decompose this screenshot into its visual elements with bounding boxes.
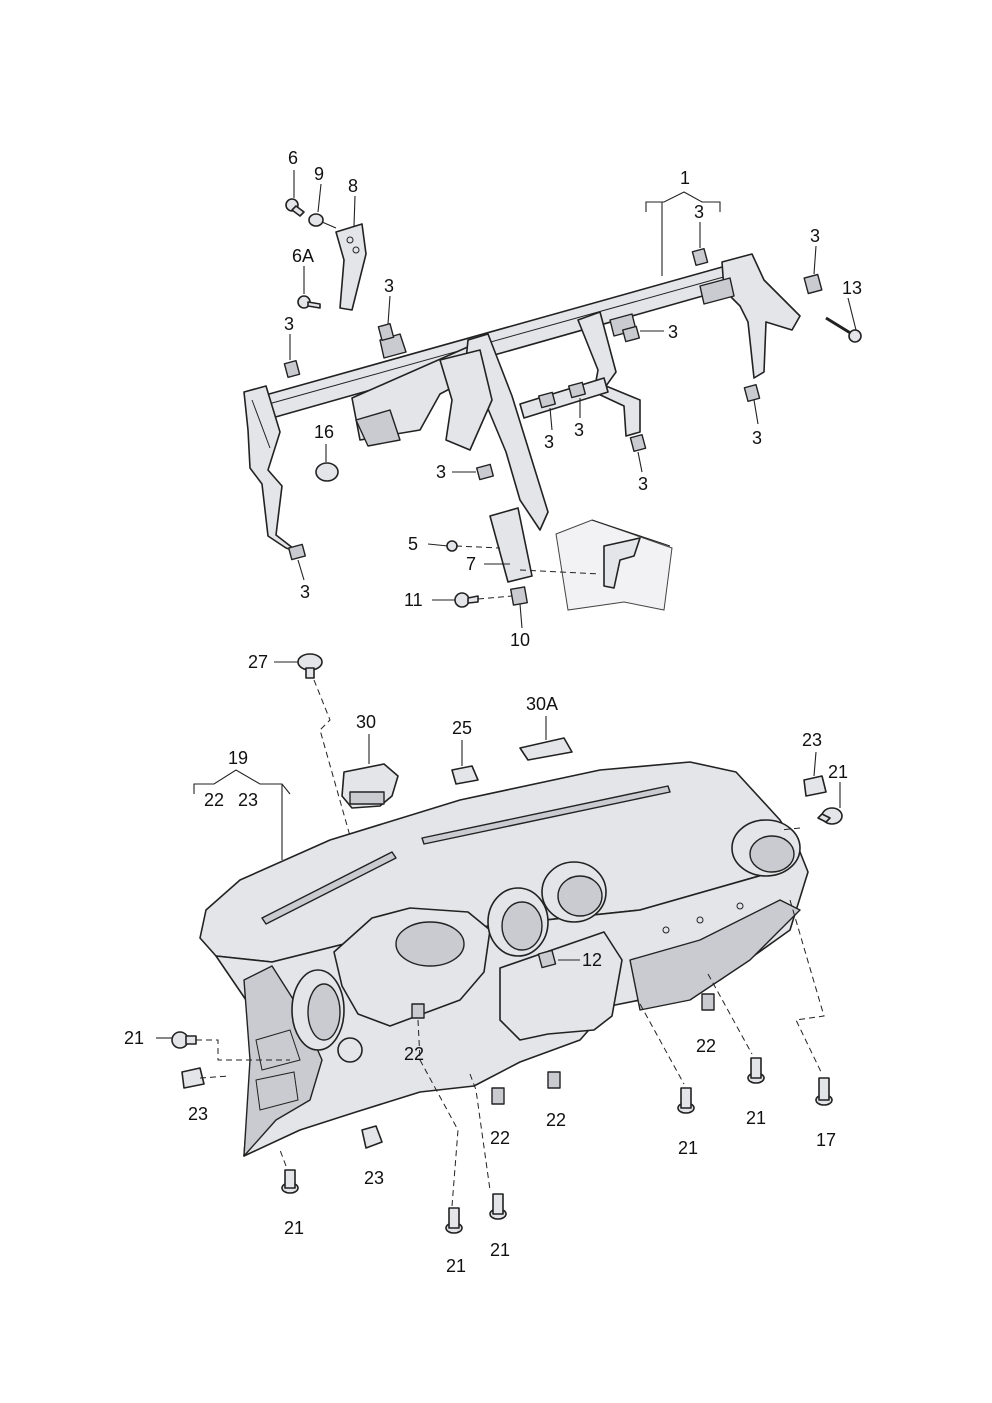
bolt-11-icon xyxy=(432,592,479,608)
label-3: 3 xyxy=(300,582,310,602)
label-1: 1 xyxy=(680,168,690,188)
label-25: 25 xyxy=(452,718,472,738)
label-3: 3 xyxy=(752,428,762,448)
label-5: 5 xyxy=(408,534,418,554)
label-21: 21 xyxy=(828,762,848,782)
label-22: 22 xyxy=(404,1044,424,1064)
clip-nut-icon xyxy=(567,381,587,399)
clip-nut-icon xyxy=(743,383,761,403)
cap-16-icon xyxy=(315,462,339,482)
nut-22-icon xyxy=(491,1087,505,1105)
grommet-9-icon xyxy=(308,213,337,229)
clip-nut-icon xyxy=(629,433,647,453)
label-3: 3 xyxy=(574,420,584,440)
label-19-sub-22: 22 xyxy=(204,790,224,810)
clip-23-icon xyxy=(803,775,827,797)
label-3: 3 xyxy=(694,202,704,222)
label-3: 3 xyxy=(284,314,294,334)
dashboard-panel xyxy=(199,761,809,1157)
screw-21-icon xyxy=(747,1057,765,1084)
clip-23-icon xyxy=(181,1067,205,1089)
bolt-6a-icon xyxy=(297,295,321,309)
bracket-7-icon xyxy=(489,507,533,583)
label-30: 30 xyxy=(356,712,376,732)
upper-leader-lines xyxy=(289,170,857,629)
label-10: 10 xyxy=(510,630,530,650)
label-16: 16 xyxy=(314,422,334,442)
clip-nut-icon xyxy=(621,325,641,343)
nut-22-icon xyxy=(411,1003,425,1019)
nut-10-icon xyxy=(510,586,528,606)
lower-fasteners xyxy=(171,653,843,1234)
label-3: 3 xyxy=(384,276,394,296)
label-21: 21 xyxy=(746,1108,766,1128)
nut-12-icon xyxy=(537,949,557,969)
air-vent-icon xyxy=(487,887,549,957)
cross-member-assembly xyxy=(243,253,801,553)
part-labels: 1 3 3 3 3 3 3 3 3 3 3 3 3 5 6 6A 7 8 9 1… xyxy=(124,148,862,1276)
bracket-8-icon xyxy=(335,223,367,311)
label-21: 21 xyxy=(284,1218,304,1238)
air-vent-icon xyxy=(541,861,607,923)
screw-21-icon xyxy=(171,1031,197,1049)
label-13: 13 xyxy=(842,278,862,298)
label-7: 7 xyxy=(466,554,476,574)
screw-13-icon xyxy=(825,316,862,343)
label-6: 6 xyxy=(288,148,298,168)
nut-22-icon xyxy=(547,1071,561,1089)
label-12: 12 xyxy=(582,950,602,970)
screw-21-icon xyxy=(489,1193,507,1220)
label-3: 3 xyxy=(436,462,446,482)
lower-leader-lines xyxy=(156,661,841,1207)
clip-nut-icon xyxy=(475,463,495,481)
label-11: 11 xyxy=(404,590,423,610)
clip-nut-icon xyxy=(283,359,301,379)
screw-5-icon xyxy=(427,540,458,552)
pad-25-icon xyxy=(451,765,479,785)
label-3: 3 xyxy=(544,432,554,452)
screw-17-icon xyxy=(815,1077,833,1106)
label-30a: 30A xyxy=(526,694,558,714)
label-17: 17 xyxy=(816,1130,836,1150)
label-8: 8 xyxy=(348,176,358,196)
push-clip-27-icon xyxy=(297,653,323,679)
air-vent-icon xyxy=(291,969,345,1051)
label-23: 23 xyxy=(364,1168,384,1188)
clip-nut-icon xyxy=(377,322,395,342)
clip-nut-icon xyxy=(691,247,709,267)
clip-nut-icon xyxy=(537,391,557,409)
clip-23-icon xyxy=(361,1125,383,1149)
label-21: 21 xyxy=(124,1028,144,1048)
label-21: 21 xyxy=(446,1256,466,1276)
label-23: 23 xyxy=(802,730,822,750)
label-3: 3 xyxy=(810,226,820,246)
label-22: 22 xyxy=(696,1036,716,1056)
screw-21-icon xyxy=(817,807,843,825)
upper-fasteners xyxy=(283,198,862,611)
nut-22-icon xyxy=(701,993,715,1011)
clip-nut-icon xyxy=(287,543,307,561)
clip-nut-icon xyxy=(803,273,823,295)
label-3: 3 xyxy=(638,474,648,494)
label-9: 9 xyxy=(314,164,324,184)
label-22: 22 xyxy=(546,1110,566,1130)
label-22: 22 xyxy=(490,1128,510,1148)
screw-21-icon xyxy=(677,1087,695,1114)
label-19-sub-23: 23 xyxy=(238,790,258,810)
cover-30a-icon xyxy=(519,737,573,761)
label-19: 19 xyxy=(228,748,248,768)
label-23: 23 xyxy=(188,1104,208,1124)
label-21: 21 xyxy=(678,1138,698,1158)
label-27: 27 xyxy=(248,652,268,672)
screw-21-icon xyxy=(281,1169,299,1194)
label-6a: 6A xyxy=(292,246,314,266)
label-3: 3 xyxy=(668,322,678,342)
label-21: 21 xyxy=(490,1240,510,1260)
body-inset-illustration xyxy=(519,519,673,611)
screw-21-icon xyxy=(445,1207,463,1234)
air-vent-icon xyxy=(731,819,801,877)
bolt-6-icon xyxy=(285,198,305,217)
